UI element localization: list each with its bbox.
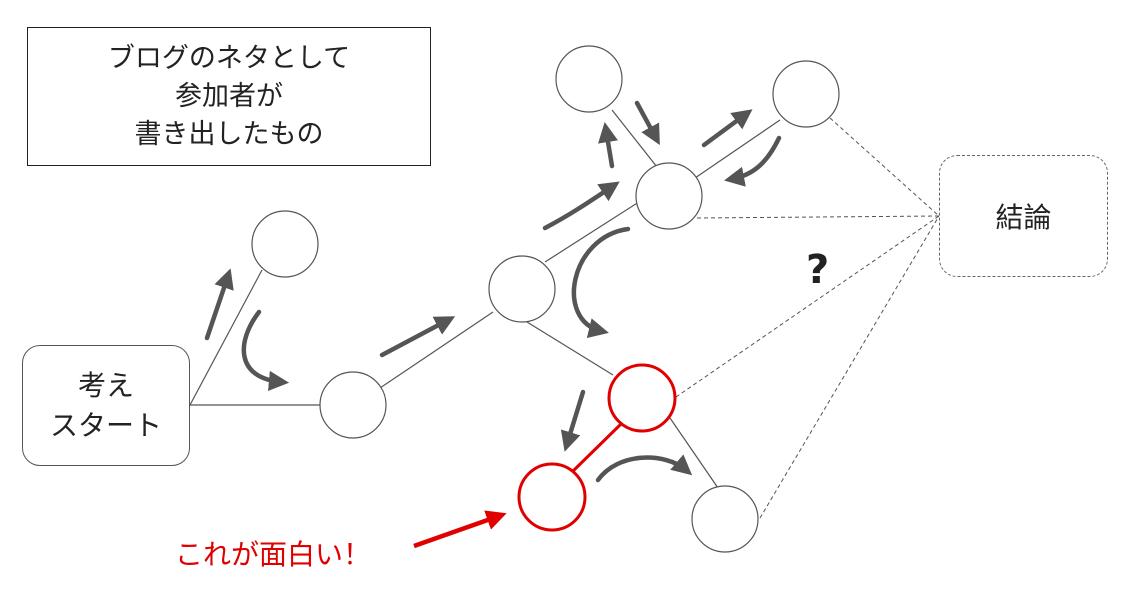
node-start-branch bbox=[251, 210, 319, 278]
edge-n3-to-n-top bbox=[611, 109, 658, 168]
note-box-line: 参加者が bbox=[175, 80, 283, 112]
flow-arrow bbox=[241, 309, 290, 391]
node-bottom bbox=[691, 485, 759, 553]
node-top bbox=[555, 45, 623, 113]
edge-n1-to-n2 bbox=[379, 311, 494, 389]
highlight-pointer-arrow bbox=[413, 510, 507, 549]
edge-n2-to-red-top bbox=[526, 321, 614, 376]
note-box-line: ブログのネタとして bbox=[107, 42, 351, 74]
flow-arrow bbox=[595, 454, 693, 483]
flow-arrow bbox=[379, 316, 456, 358]
flow-arrow bbox=[724, 135, 782, 187]
flow-arrow bbox=[204, 268, 234, 341]
node-highlight-bottom bbox=[517, 462, 587, 532]
start-box-line: 考え bbox=[77, 368, 134, 402]
question-mark: ? bbox=[806, 247, 830, 293]
flow-arrow bbox=[560, 389, 586, 452]
start-box-line: スタート bbox=[49, 408, 162, 442]
dashed-n-bottom-to-result bbox=[759, 215, 940, 519]
start-box: 考え スタート bbox=[22, 345, 190, 466]
dashed-n3-to-result bbox=[696, 215, 940, 219]
flow-arrow bbox=[542, 181, 620, 231]
note-box-line: 書き出したもの bbox=[134, 118, 324, 150]
highlight-label: これが面白い！ bbox=[175, 538, 372, 571]
flow-arrow bbox=[571, 226, 631, 338]
node-3 bbox=[635, 162, 703, 230]
flow-arrow bbox=[701, 109, 753, 148]
note-box: ブログのネタとして 参加者が 書き出したもの bbox=[27, 27, 431, 166]
flow-arrow bbox=[634, 100, 660, 146]
dashed-n-right-to-result bbox=[829, 117, 940, 217]
node-highlight-top bbox=[607, 363, 677, 433]
node-2 bbox=[488, 255, 556, 323]
conclusion-label: 結論 bbox=[995, 201, 1052, 234]
flow-arrow bbox=[598, 122, 618, 169]
edge-n3-to-n-right bbox=[694, 119, 781, 179]
node-right bbox=[772, 60, 840, 128]
edge-n2-to-n3 bbox=[544, 199, 643, 263]
edge-start-to-n-top-left bbox=[189, 269, 263, 406]
conclusion-box: 結論 bbox=[939, 155, 1108, 277]
dashed-red-top-to-result bbox=[675, 215, 940, 398]
node-1 bbox=[319, 371, 387, 439]
edge-red-top-to-red-bottom bbox=[569, 422, 623, 475]
edge-red-top-to-n-bottom bbox=[669, 417, 719, 489]
